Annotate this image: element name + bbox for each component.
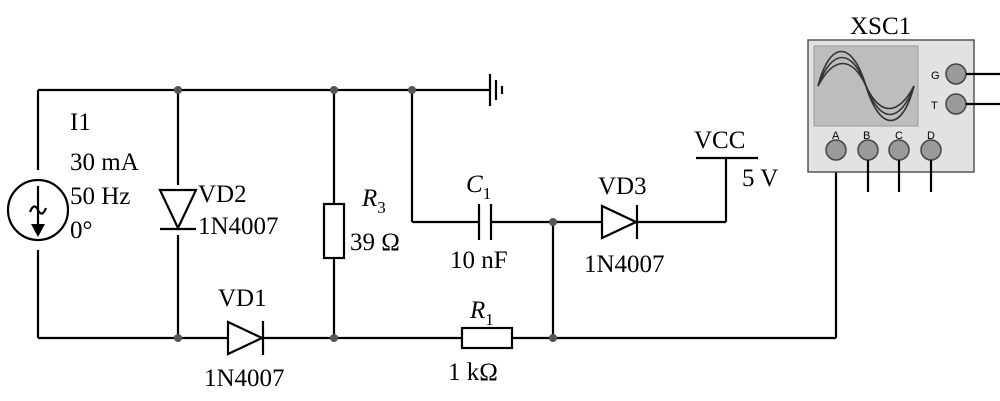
scope-trace <box>817 62 915 110</box>
source-name: I1 <box>70 109 91 136</box>
r1-value: 1 kΩ <box>448 359 498 386</box>
diode-vd3 <box>600 204 639 240</box>
source-frequency: 50 Hz <box>70 183 130 210</box>
vd2-triangle <box>158 188 198 231</box>
source-phase: 0° <box>70 217 93 244</box>
r1-label: R1 <box>469 297 494 329</box>
vd3-model: 1N4007 <box>584 251 665 278</box>
scope-b-terminal <box>857 139 879 161</box>
wires <box>36 88 838 340</box>
scope-a-label: A <box>832 130 840 142</box>
scope-t-terminal <box>945 93 967 115</box>
diode-vd2 <box>158 188 198 231</box>
vd3-name: VD3 <box>598 173 647 200</box>
c1-value: 10 nF <box>450 247 508 274</box>
source-amplitude: 30 mA <box>70 149 139 176</box>
junction-dot <box>549 218 557 226</box>
junction-dot <box>549 334 557 342</box>
junction-dot <box>408 86 416 94</box>
source-circle <box>6 178 70 242</box>
ground-symbol <box>488 74 504 106</box>
oscilloscope-xsc1: G T A B C D <box>807 39 1000 192</box>
junction-dot <box>174 334 182 342</box>
scope-c-label: C <box>895 130 903 142</box>
scope-d-terminal <box>920 139 942 161</box>
sine-icon <box>28 205 48 215</box>
vcc-name: VCC <box>694 127 745 154</box>
vd1-model: 1N4007 <box>204 365 285 392</box>
r3-label: R3 <box>361 185 386 217</box>
scope-g-label: G <box>931 70 940 82</box>
scope-a-terminal <box>825 139 847 161</box>
resistor-r1 <box>460 326 514 350</box>
junction-dot <box>330 86 338 94</box>
r3-value: 39 Ω <box>350 229 400 256</box>
vd2-model: 1N4007 <box>198 213 279 240</box>
junction-dot <box>174 86 182 94</box>
capacitor-c1 <box>477 204 493 240</box>
junction-dot <box>330 334 338 342</box>
vd2-name: VD2 <box>198 181 247 208</box>
current-source-i1 <box>6 178 70 242</box>
vd1-triangle <box>226 320 265 356</box>
scope-t-label: T <box>931 100 938 112</box>
vd1-name: VD1 <box>218 285 267 312</box>
scope-name: XSC1 <box>850 13 911 40</box>
scope-c-terminal <box>888 139 910 161</box>
vd3-triangle <box>600 204 639 240</box>
scope-b-label: B <box>863 130 870 142</box>
scope-d-label: D <box>927 130 935 142</box>
junctions <box>174 86 557 342</box>
diode-vd1 <box>226 320 265 356</box>
arrow-down-icon <box>31 224 45 237</box>
resistor-r3 <box>322 202 346 260</box>
scope-g-terminal <box>945 63 967 85</box>
c1-label: C1 <box>466 171 491 203</box>
vcc-value: 5 V <box>742 165 778 192</box>
